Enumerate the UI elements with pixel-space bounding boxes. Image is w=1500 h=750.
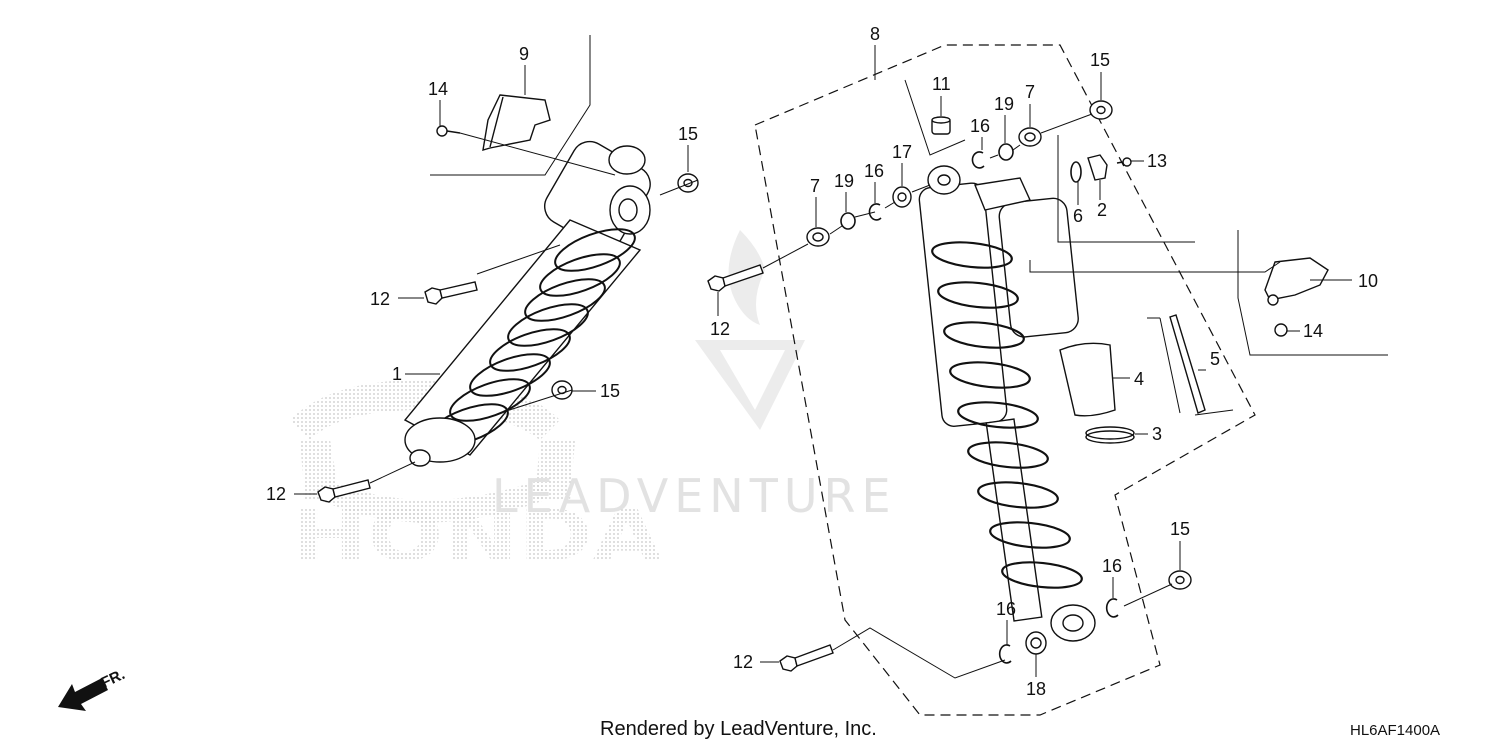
nut-part-15-lower: [551, 380, 573, 400]
shock-absorber-left: [403, 140, 651, 467]
callout-12-upper-left: 12: [370, 289, 390, 309]
callout-9: 9: [519, 44, 529, 64]
collar-part-7-right: [1018, 127, 1042, 147]
band-part-3: [1085, 426, 1135, 444]
callout-8: 8: [870, 24, 880, 44]
callout-16-lower: 16: [996, 599, 1016, 619]
front-direction-label: FR.: [99, 666, 128, 692]
nut-part-15-top-right: [1089, 100, 1113, 120]
leader-lines-left: [369, 35, 699, 484]
leader-lines-right: [762, 79, 1388, 679]
diagram-code: HL6AF1400A: [1350, 722, 1441, 739]
collar-part-7-left: [806, 227, 830, 247]
bolt-part-12-lower-right: [779, 644, 834, 672]
callout-15-lower: 15: [600, 381, 620, 401]
bolt-part-12-lower-left: [317, 479, 371, 503]
honda-brand-text: HONDA: [292, 495, 662, 577]
callout-4: 4: [1134, 369, 1144, 389]
screw-part-13: [1116, 157, 1132, 167]
front-direction-arrow-icon: FR.: [58, 666, 128, 711]
bolt-part-14-left: [436, 125, 461, 137]
cap-part-2: [1087, 154, 1108, 181]
callout-16-left: 16: [864, 161, 884, 181]
rendered-by-footer: Rendered by LeadVenture, Inc.: [600, 718, 877, 740]
assembly-dashed-outline: [754, 44, 1256, 716]
callout-19-upper: 19: [994, 94, 1014, 114]
callout-13: 13: [1147, 151, 1167, 171]
guard-part-4: [1059, 342, 1116, 417]
nut-part-15-lower-right: [1168, 570, 1192, 590]
callout-14-left: 14: [428, 79, 448, 99]
shock-absorber-right: [918, 165, 1096, 642]
bushing-part-11: [931, 116, 951, 135]
strip-part-5: [1169, 314, 1206, 414]
nut-part-15-upper: [677, 173, 699, 193]
callout-7-left: 7: [810, 176, 820, 196]
clip-part-16-lower: [998, 644, 1012, 664]
bracket-part-10: [1264, 257, 1329, 306]
callout-3: 3: [1152, 424, 1162, 444]
leadventure-watermark-text: LEADVENTURE: [492, 469, 897, 523]
callout-labels: 9 14 15 12 1 15 12 8 11 19 7 16 15 13 6 …: [266, 24, 1378, 699]
washer-part-6: [1070, 161, 1082, 183]
callout-15-top-right: 15: [1090, 50, 1110, 70]
callout-15-lower-right: 15: [1170, 519, 1190, 539]
washer-part-19-left: [840, 212, 856, 230]
callout-16-upper: 16: [970, 116, 990, 136]
callout-1: 1: [392, 364, 402, 384]
callout-11: 11: [932, 74, 951, 94]
callout-16-lower-right: 16: [1102, 556, 1122, 576]
callout-19-left: 19: [834, 171, 854, 191]
callout-10: 10: [1358, 271, 1378, 291]
bushing-part-17: [892, 186, 912, 208]
clip-part-16-left: [868, 203, 882, 221]
callout-5: 5: [1210, 349, 1220, 369]
clip-part-16-upper: [971, 151, 985, 169]
callout-12-lower-left: 12: [266, 484, 286, 504]
callout-18: 18: [1026, 679, 1046, 699]
washer-part-19-right: [998, 143, 1014, 161]
callout-6: 6: [1073, 206, 1083, 226]
callout-17: 17: [892, 142, 912, 162]
callout-14-right: 14: [1303, 321, 1323, 341]
bolt-part-12-upper-left: [424, 281, 478, 305]
bolt-part-14-right: [1274, 323, 1288, 337]
clip-part-16-lower-right: [1105, 598, 1119, 618]
bracket-part-9: [482, 94, 551, 151]
callout-12-upper-right: 12: [710, 319, 730, 339]
bolt-part-12-upper-right: [707, 264, 764, 292]
callout-7-upper: 7: [1025, 82, 1035, 102]
callout-2: 2: [1097, 200, 1107, 220]
bushing-part-18: [1025, 631, 1047, 655]
callout-12-lower-right: 12: [733, 652, 753, 672]
callout-15-upper: 15: [678, 124, 698, 144]
